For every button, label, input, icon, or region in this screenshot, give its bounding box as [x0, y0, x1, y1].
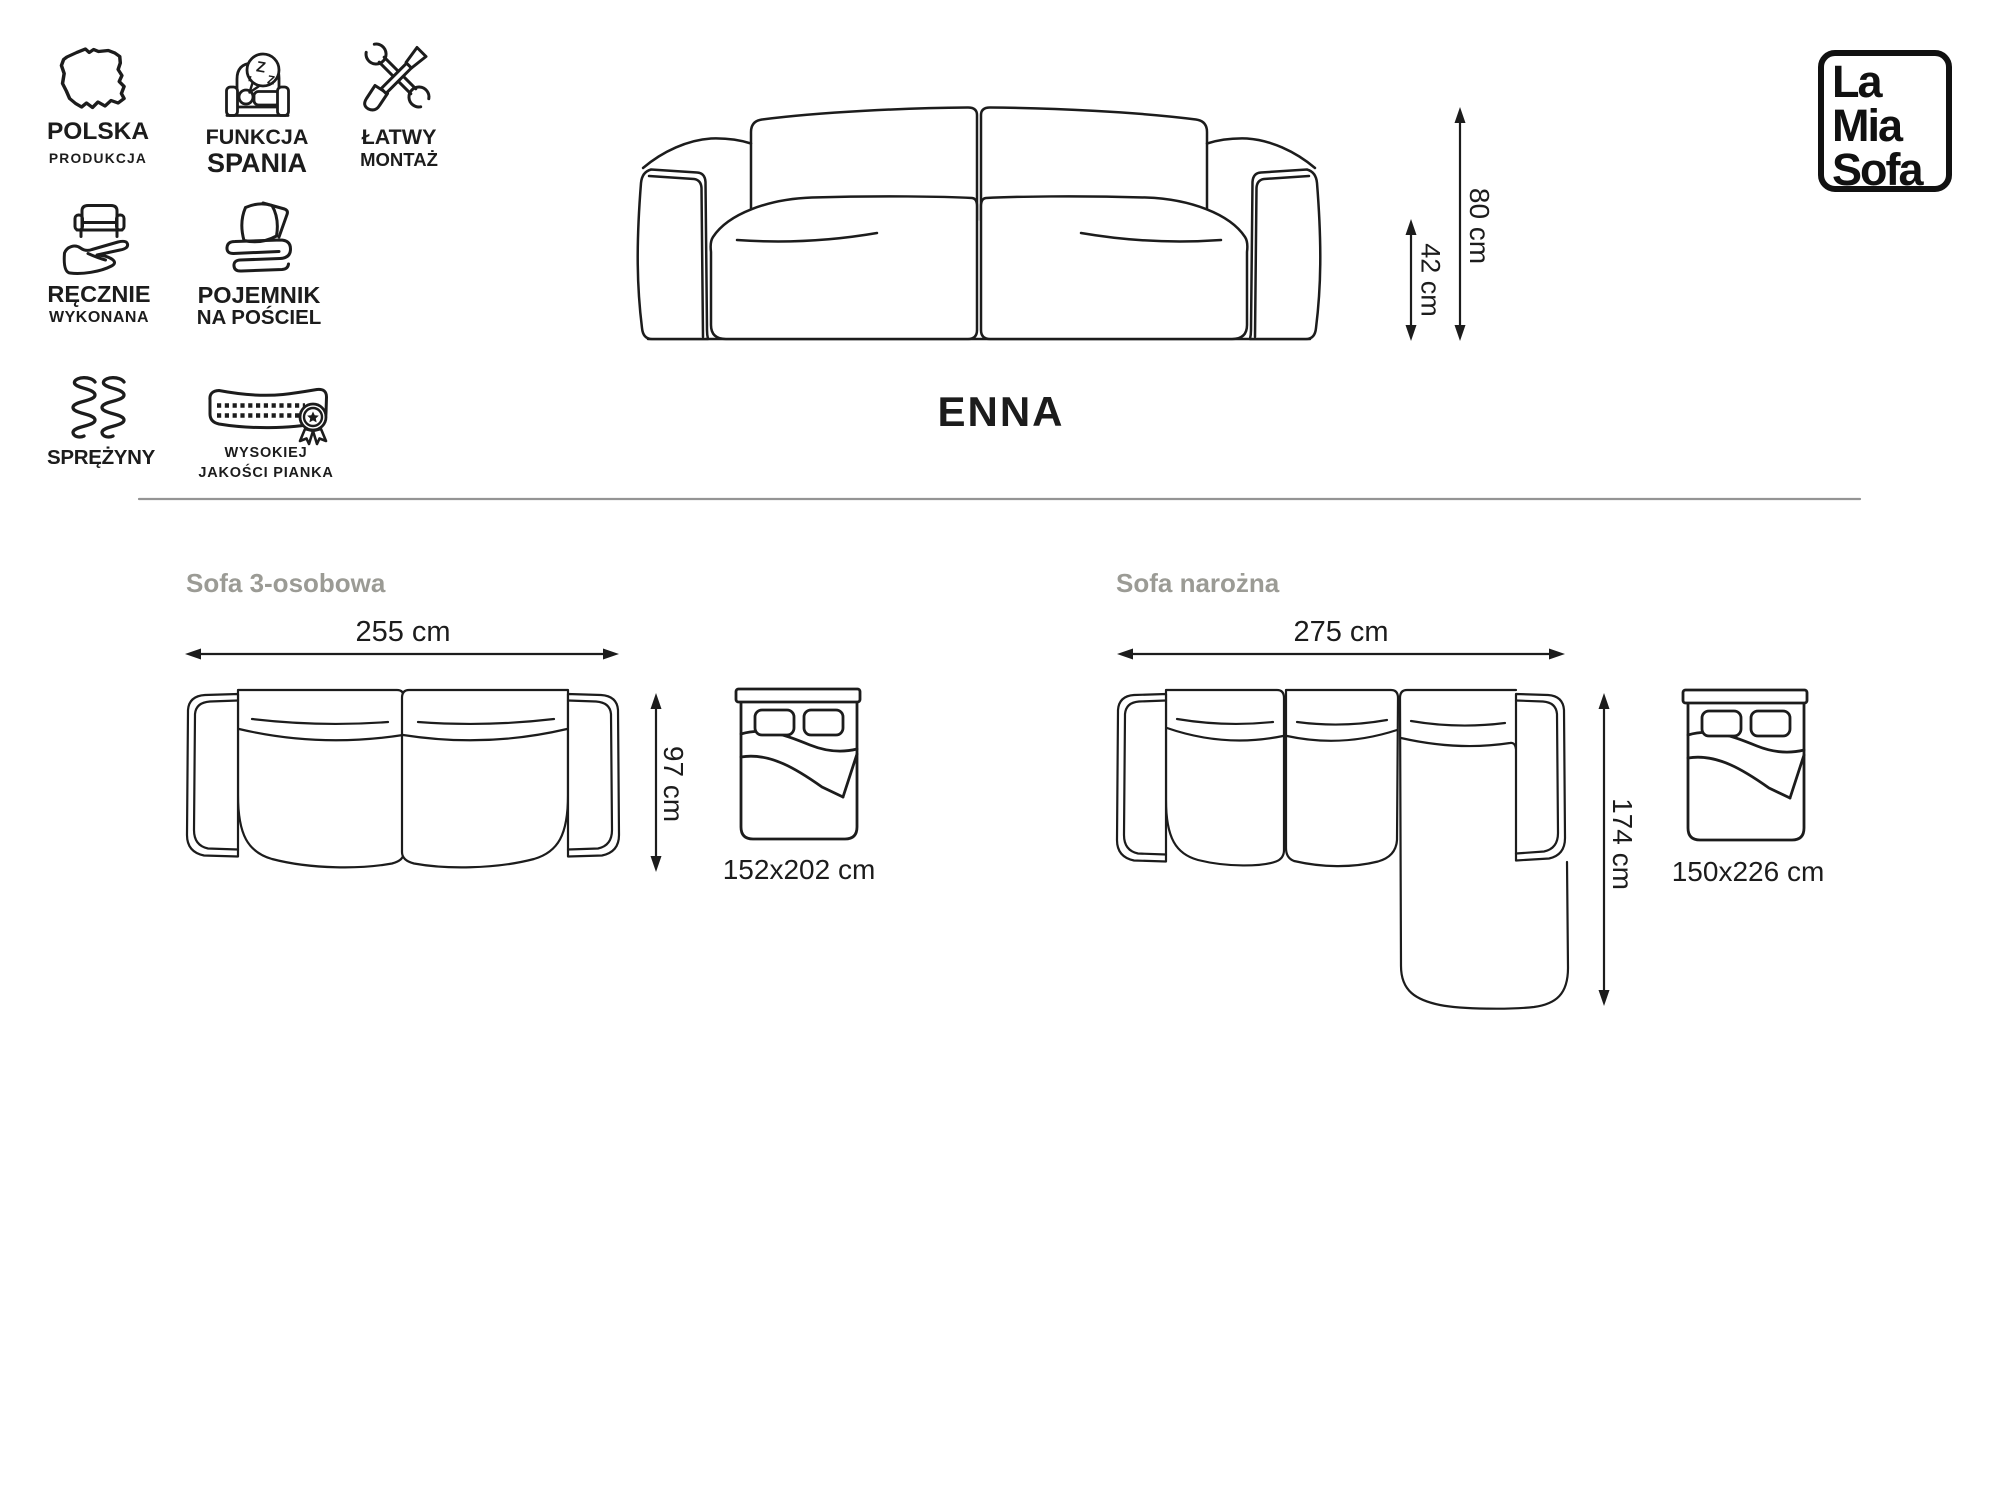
svg-text:Z: Z	[266, 72, 276, 87]
svg-text:z: z	[247, 73, 254, 84]
svg-text:Z: Z	[255, 58, 267, 76]
